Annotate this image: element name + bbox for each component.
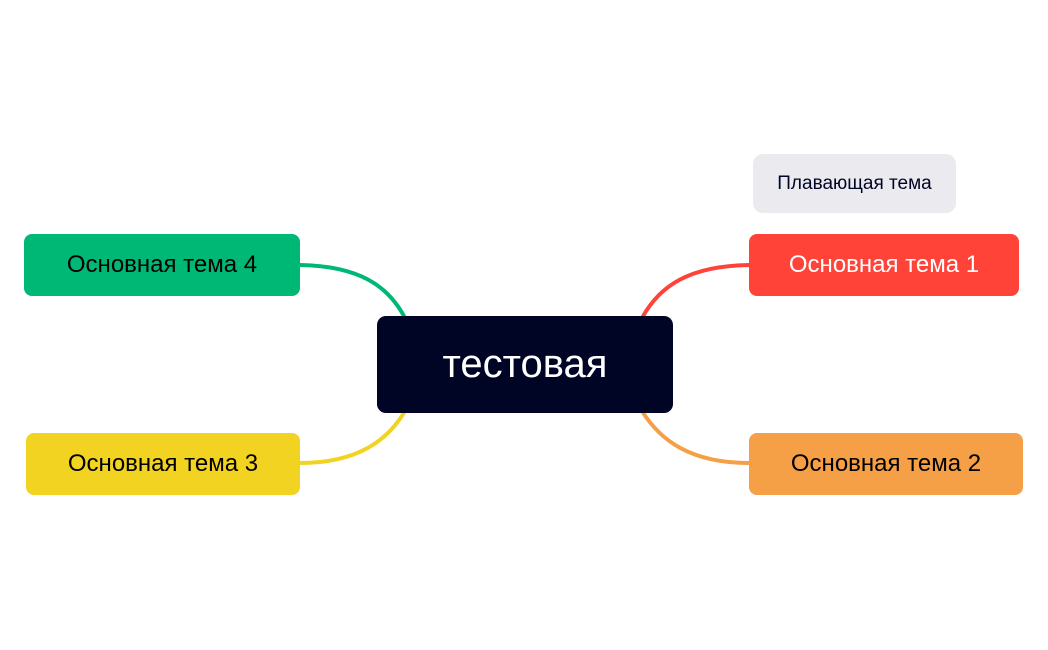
main-topic-1-label: Основная тема 1 (788, 251, 980, 278)
main-topic-3-label: Основная тема 3 (67, 450, 259, 477)
connector-topic-3 (298, 409, 407, 465)
connector-topic-2 (640, 409, 751, 465)
main-topic-4-label: Основная тема 4 (66, 251, 258, 278)
main-topic-4[interactable]: Основная тема 4 (24, 234, 300, 296)
central-topic-label: тестовая (442, 342, 608, 386)
floating-topic[interactable]: Плавающая тема (753, 154, 956, 213)
connector-topic-1 (640, 263, 751, 320)
main-topic-2[interactable]: Основная тема 2 (749, 433, 1023, 495)
connector-topic-4 (298, 263, 407, 320)
main-topic-1[interactable]: Основная тема 1 (749, 234, 1019, 296)
main-topic-3[interactable]: Основная тема 3 (26, 433, 300, 495)
central-topic[interactable]: тестовая (377, 316, 673, 413)
main-topic-2-label: Основная тема 2 (790, 450, 982, 477)
floating-topic-label: Плавающая тема (777, 172, 932, 194)
